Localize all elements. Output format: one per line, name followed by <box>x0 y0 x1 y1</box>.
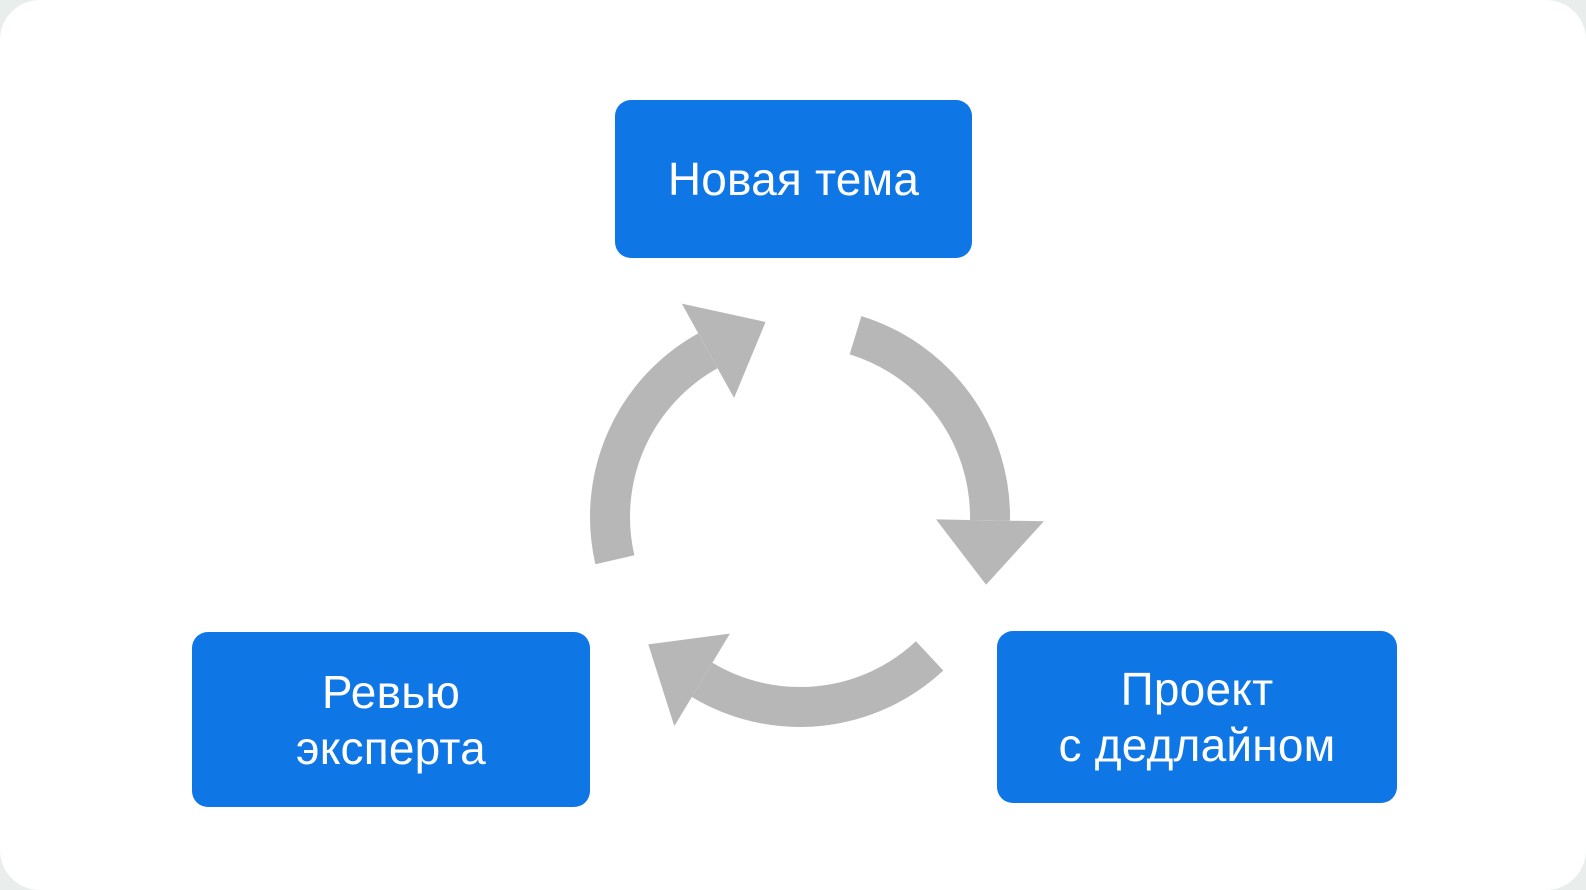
cycle-arrow-segment-right <box>849 316 1044 585</box>
node-new-topic: Новая тема <box>615 100 972 258</box>
node-expert-review-label-line2: эксперта <box>296 721 486 774</box>
node-new-topic-label: Новая тема <box>667 153 920 205</box>
node-project-with-deadline-label-line1: Проект <box>1120 663 1274 715</box>
node-expert-review: Ревью эксперта <box>192 632 590 807</box>
node-expert-review-label-line1: Ревью <box>321 665 461 718</box>
node-project-with-deadline-label-line2: с дедлайном <box>1058 719 1336 771</box>
cycle-arrow-segment-left <box>590 303 766 565</box>
node-project-with-deadline: Проект с дедлайном <box>997 631 1397 803</box>
cycle-arrows-icon <box>590 303 1044 727</box>
cycle-arrow-segment-bottom <box>648 633 944 727</box>
